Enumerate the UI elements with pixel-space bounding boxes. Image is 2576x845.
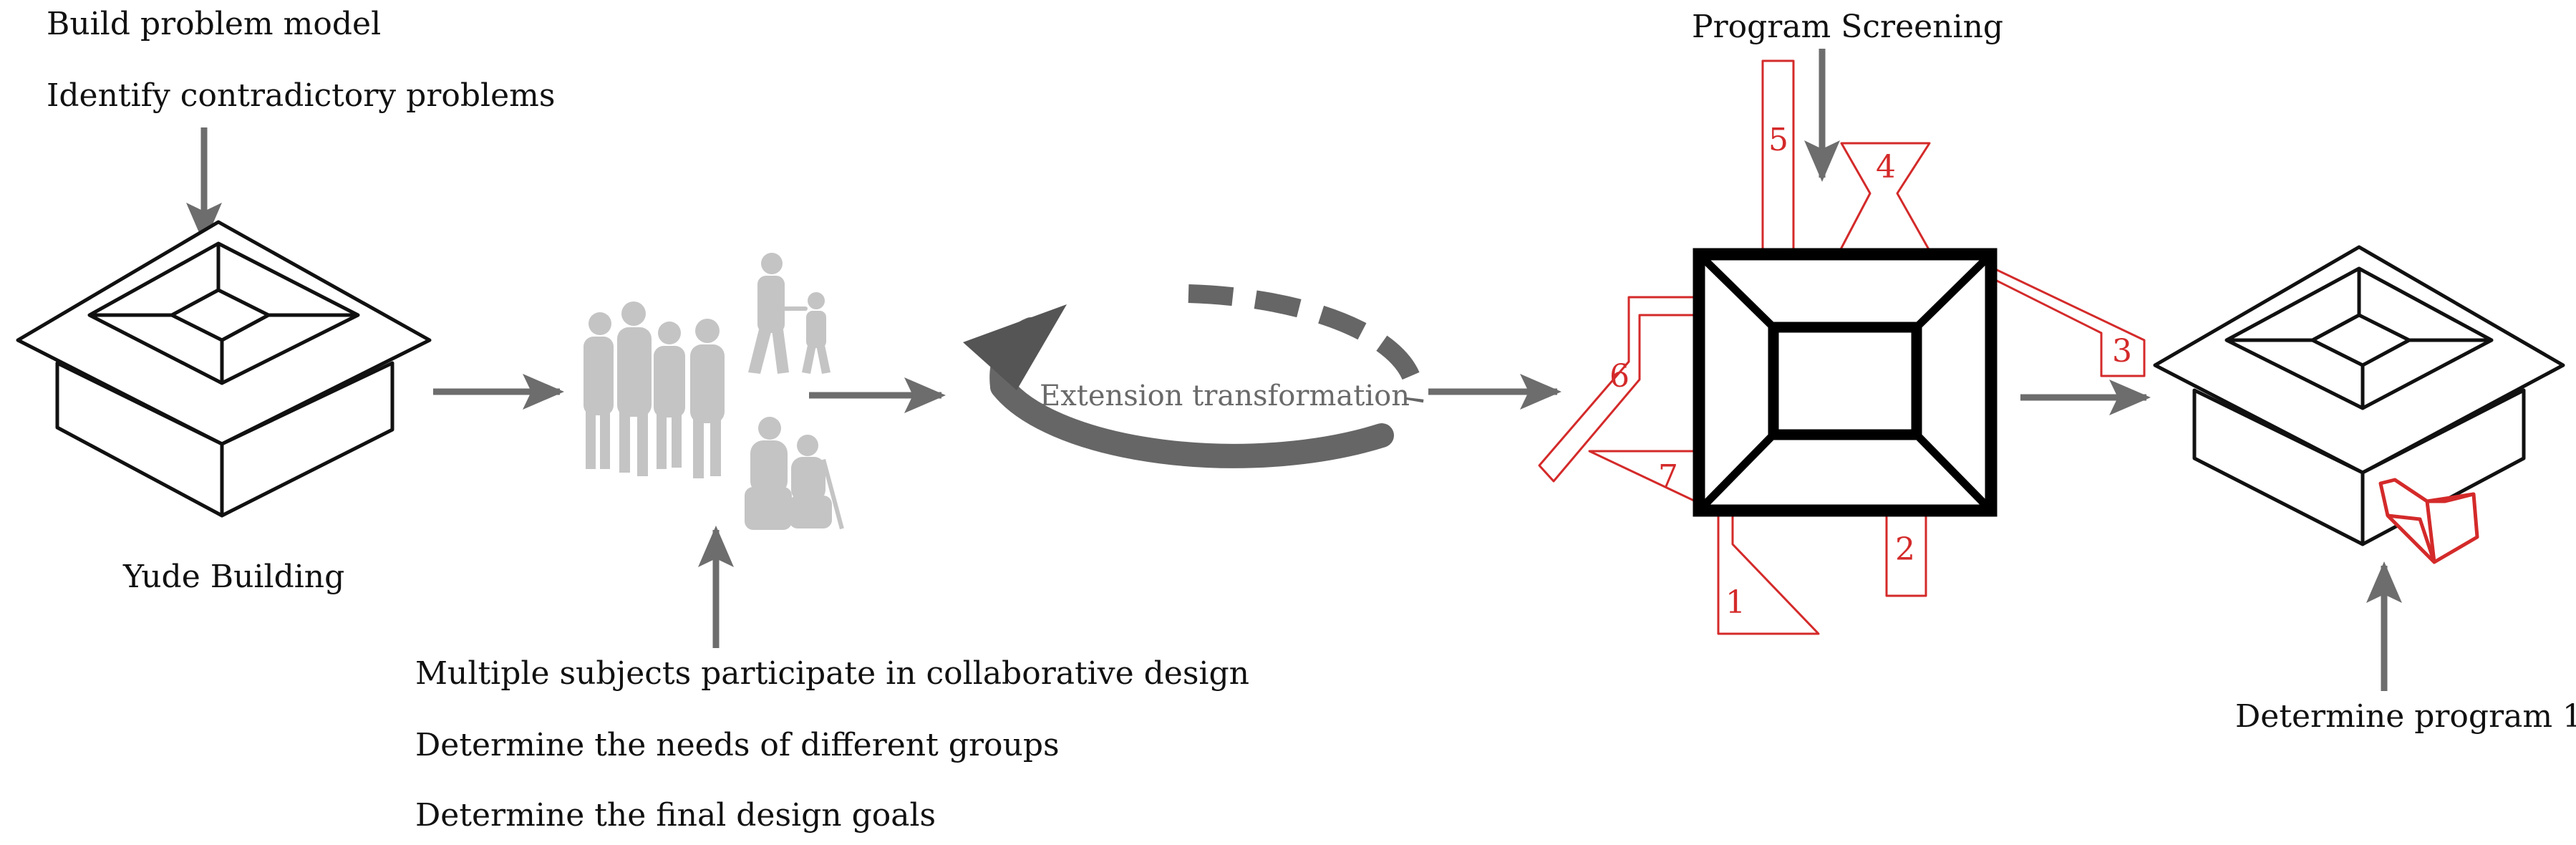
determine-needs-text: Determine the needs of different groups [415,727,1060,763]
option-3-label: 3 [2112,333,2132,370]
option-6-label: 6 [1609,358,1630,395]
screening-funnel-icon [1693,248,1998,517]
option-4-label: 4 [1876,149,1896,185]
identify-contradictory-text: Identify contradictory problems [47,77,555,114]
result-building-icon [2153,245,2565,546]
multiple-subjects-text: Multiple subjects participate in collabo… [415,655,1249,692]
build-problem-model-text: Build problem model [47,6,381,42]
extension-transformation-label: Extension transformation [1040,380,1410,412]
option-7-label: 7 [1658,458,1678,495]
building-icon [16,220,432,518]
cycle-arrow-icon [963,284,1424,468]
program-screening-label: Program Screening [1692,9,2003,45]
determine-program-label: Determine program 1 [2235,698,2576,735]
option-2-label: 2 [1895,531,1915,568]
yude-building-label: Yude Building [122,559,344,595]
option-5-label: 5 [1768,122,1788,158]
people-group-icon [584,253,844,530]
option-1-label: 1 [1725,584,1745,621]
selected-addition-icon [2378,478,2479,564]
determine-goals-text: Determine the final design goals [415,797,936,834]
